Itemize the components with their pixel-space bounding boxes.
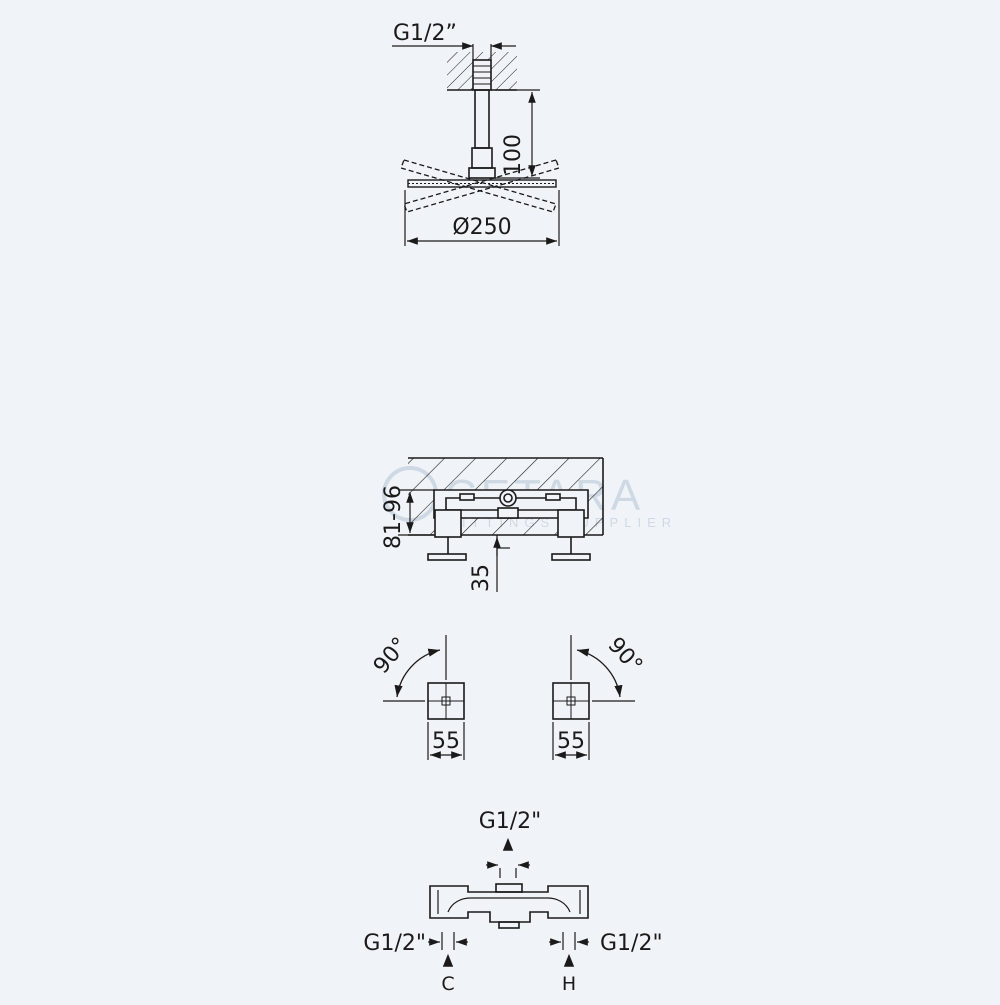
cold-letter: C: [441, 973, 454, 995]
projection-label: 35: [469, 564, 494, 592]
shower-head-view: [392, 42, 560, 246]
outlet-label: G1/2": [479, 809, 542, 834]
hot-letter: H: [562, 973, 576, 995]
right-width-label: 55: [557, 729, 585, 754]
handles-front-view: [383, 635, 635, 760]
mixer-side-view: [398, 457, 604, 592]
shower-arm: [474, 89, 490, 149]
mixer-top-view: [428, 837, 589, 967]
hot-inlet-label: G1/2": [600, 931, 663, 956]
depth-label: 81-96: [381, 485, 406, 549]
arm-length-label: 100: [501, 134, 526, 176]
thread-label: G1/2”: [393, 21, 457, 46]
diameter-label: Ø250: [452, 215, 511, 240]
left-width-label: 55: [432, 729, 460, 754]
thread-fitting: [472, 59, 492, 91]
left-handle: [434, 509, 462, 538]
cold-inlet-label: G1/2": [363, 931, 426, 956]
